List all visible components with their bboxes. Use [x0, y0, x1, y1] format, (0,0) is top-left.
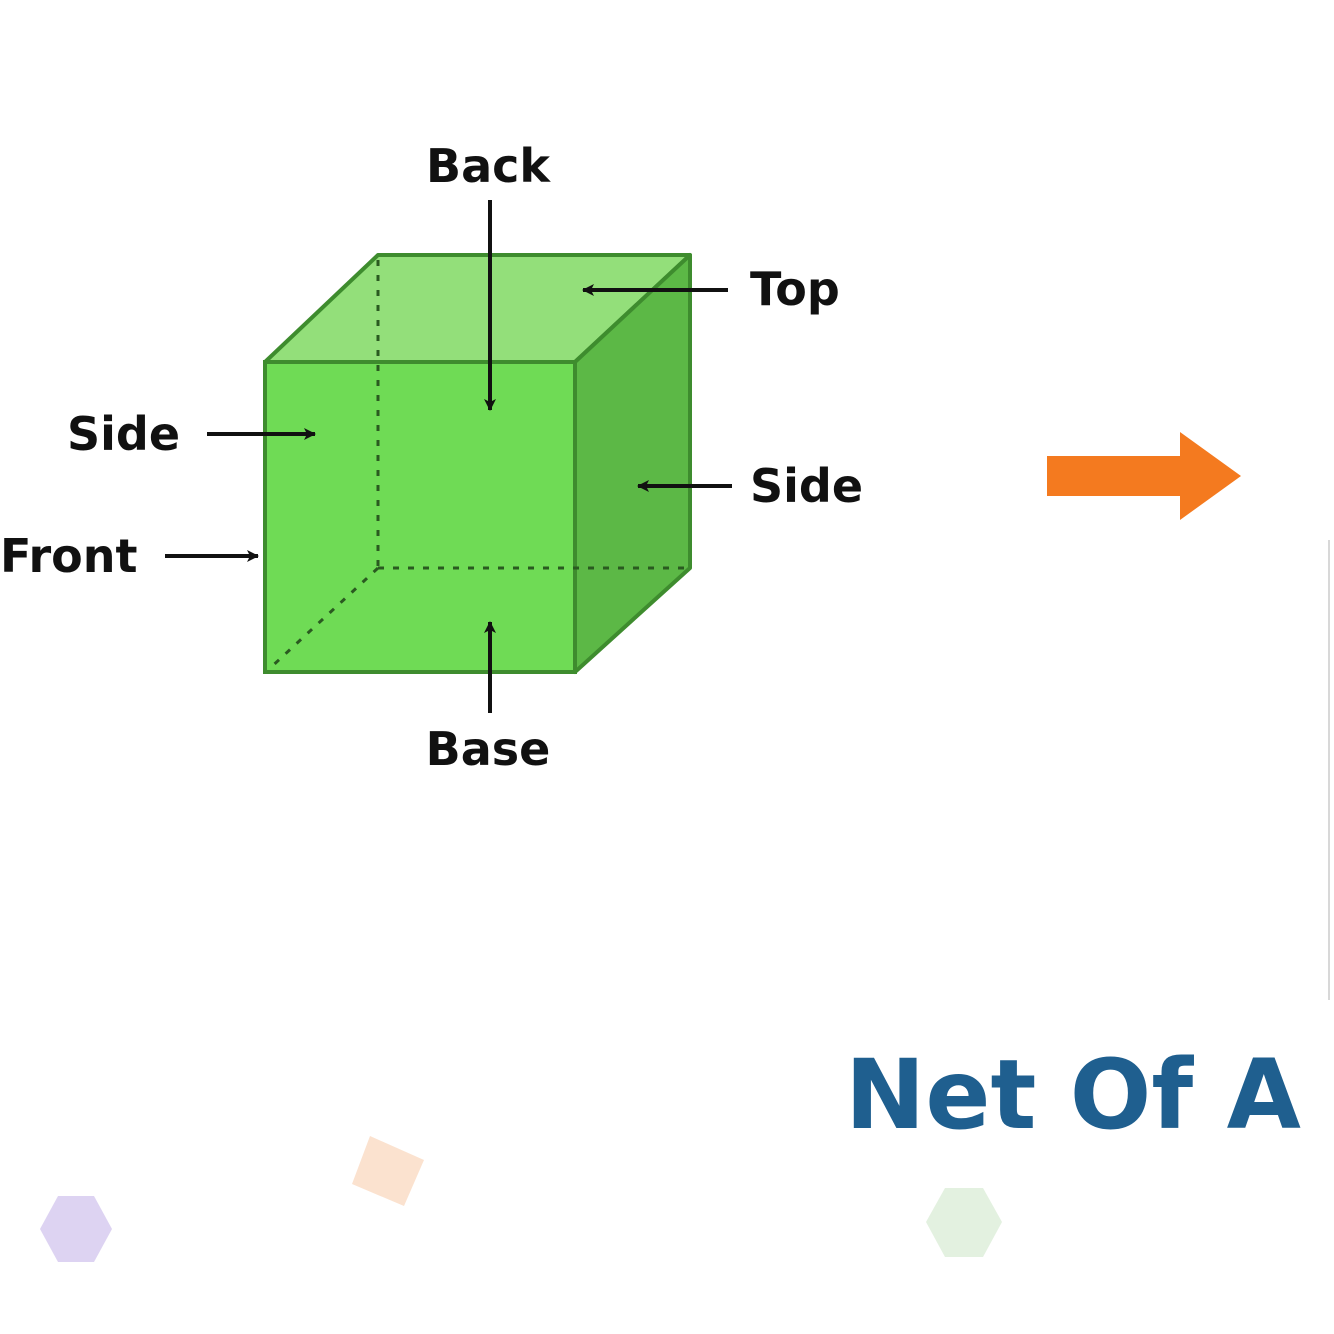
label-side-right: Side [750, 459, 863, 513]
label-back: Back [426, 139, 551, 193]
label-side-left: Side [67, 407, 180, 461]
page-title: Net Of A C [845, 1039, 1334, 1151]
label-front: Front [0, 529, 138, 583]
peach-square-icon [352, 1136, 424, 1206]
hidden-edge-diagonal [266, 566, 380, 672]
orange-right-arrow-icon [1047, 432, 1241, 520]
label-top: Top [750, 262, 840, 316]
green-hexagon-icon [926, 1188, 1002, 1257]
label-base: Base [426, 722, 551, 776]
cube-front-face [263, 360, 577, 674]
purple-hexagon-icon [40, 1196, 112, 1262]
